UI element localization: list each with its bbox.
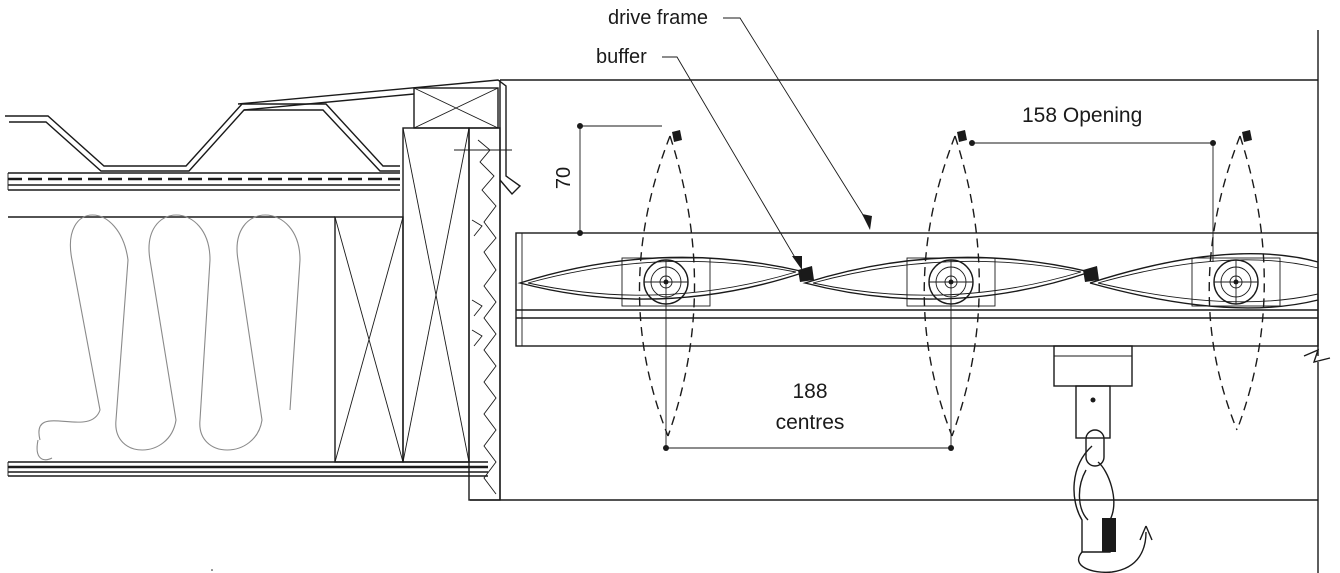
drive-frame-label: drive frame — [608, 7, 708, 29]
drive-frame-rail — [515, 232, 1319, 347]
winding-hook-icon — [1073, 429, 1116, 553]
roof-deck — [5, 103, 488, 477]
open-blade-outlines — [638, 130, 1265, 437]
timber-frame — [237, 79, 522, 463]
gearbox — [1053, 345, 1133, 439]
pivot-hub-3 — [1191, 257, 1281, 307]
drawing-dot — [211, 569, 213, 571]
insulation — [36, 214, 301, 461]
centre-lines — [665, 300, 952, 448]
masonry-strip — [468, 127, 501, 501]
centres-word-label: centres — [776, 411, 845, 434]
rotation-arrow-icon — [1078, 525, 1153, 573]
centres-value-label: 188 — [792, 380, 827, 403]
dimension-opening-158: 158 Opening — [969, 104, 1216, 262]
callout-drive-frame: drive frame — [608, 7, 872, 230]
opening-dimension-label: 158 Opening — [1022, 104, 1142, 127]
callout-buffer: buffer — [596, 46, 802, 270]
buffer-label: buffer — [596, 46, 647, 68]
dimension-height-70: 70 — [553, 123, 662, 236]
height-dimension-label: 70 — [553, 167, 575, 189]
dimension-centres-188: 188 centres — [663, 380, 954, 451]
louvre-housing — [470, 30, 1331, 573]
